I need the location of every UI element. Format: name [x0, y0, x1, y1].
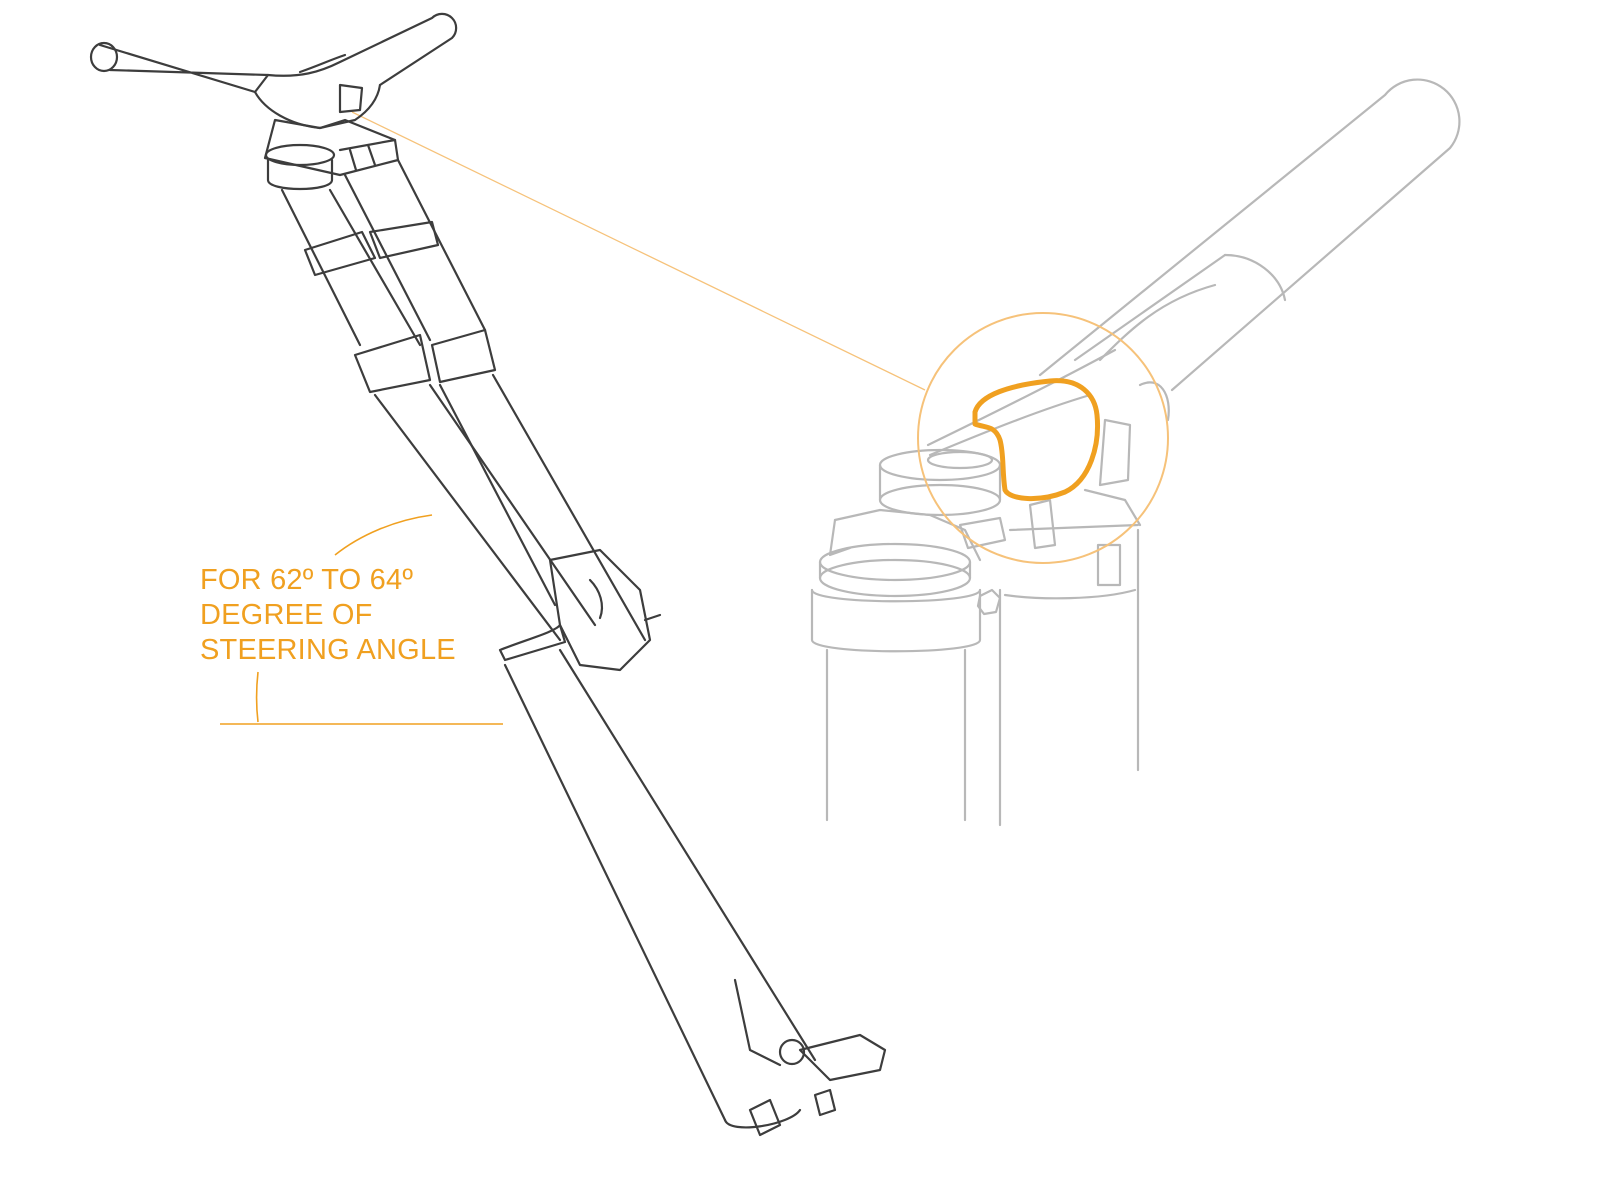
detail-stem-illustration	[810, 78, 1461, 827]
main-fork-illustration	[89, 12, 887, 1137]
callout-line-1: FOR 62º TO 64º	[200, 564, 414, 596]
callout-line-3: STEERING ANGLE	[200, 634, 456, 666]
callout-line-2: DEGREE OF	[200, 599, 373, 631]
right-stanchion	[343, 158, 497, 384]
angle-arc-lower	[255, 671, 259, 723]
left-lower-leg	[373, 383, 817, 1122]
detail-magnifier	[351, 111, 1169, 564]
pointer-line	[351, 111, 926, 391]
angle-arc-upper	[334, 514, 433, 556]
right-lower-leg	[438, 373, 662, 672]
steering-angle-callout: FOR 62º TO 64º DEGREE OF STEERING ANGLE	[200, 563, 456, 668]
stem-highlight-outline	[972, 378, 1101, 502]
magnifier-circle	[917, 312, 1169, 564]
steering-angle-indicator	[220, 514, 503, 725]
fork-dropout	[723, 978, 887, 1137]
left-stanchion	[280, 188, 432, 394]
fork-crown	[263, 118, 400, 191]
handlebar	[89, 12, 458, 130]
